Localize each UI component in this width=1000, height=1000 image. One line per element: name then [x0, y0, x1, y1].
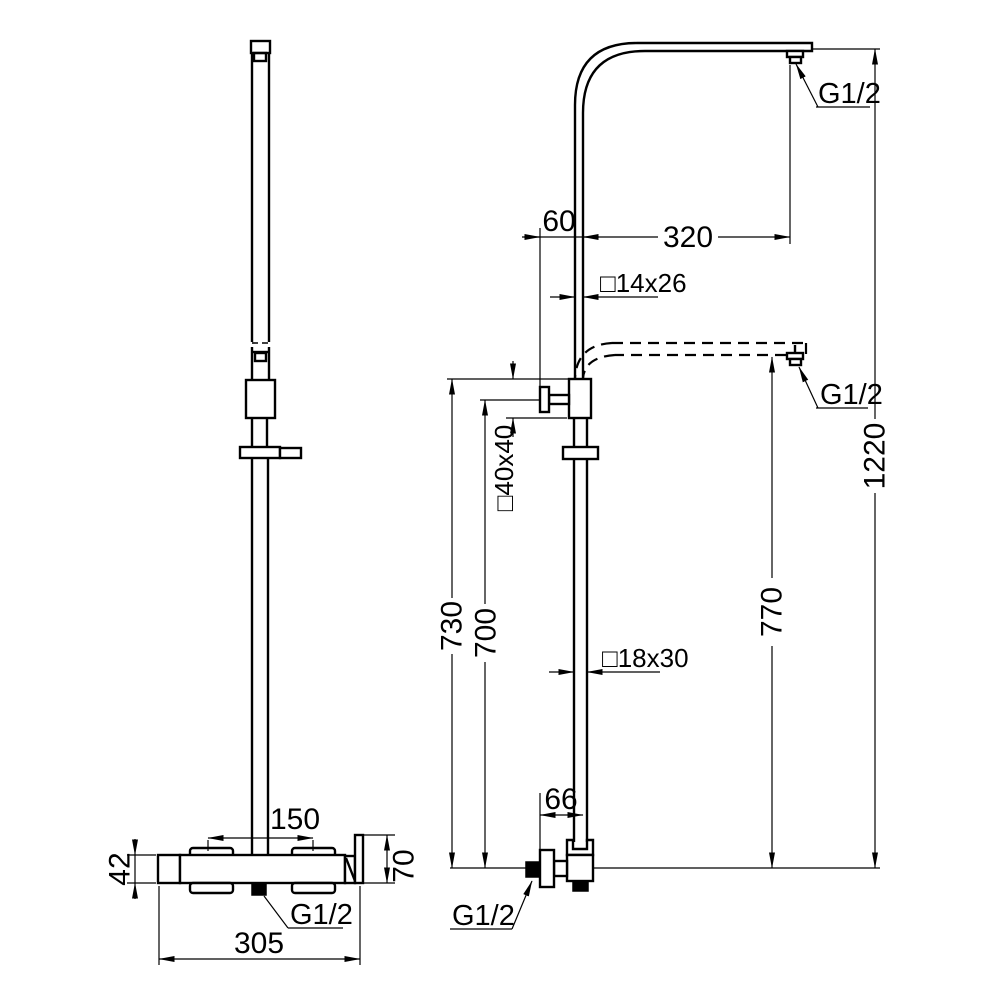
- mixer-connector-nut: [552, 859, 569, 878]
- dim-70-label: 70: [388, 849, 421, 882]
- dim-320-label: 320: [663, 221, 713, 254]
- diverter-block-side: [567, 377, 593, 420]
- dim-730-label: 730: [436, 601, 469, 651]
- front-view: [156, 39, 365, 896]
- knob-stem: [547, 393, 571, 406]
- dim-42-label: 42: [104, 852, 137, 885]
- column-top-cap: [249, 39, 272, 55]
- holder-bar: [238, 445, 282, 460]
- dim-700-label: 700: [470, 608, 503, 658]
- front-inlet-thread-label: G1/2: [290, 899, 353, 931]
- shower-head-fitting: [788, 55, 803, 65]
- shower-head-thread-label: G1/2: [818, 78, 881, 110]
- dim-18x30-label: □18x30: [602, 643, 689, 673]
- right-handle-bottom: [290, 881, 337, 895]
- mixer-bottom-outlet: [572, 880, 589, 892]
- wall-inlet-nut: [525, 861, 541, 878]
- side-view-dimensions: 60 320 □14x26 □40x40 730 700 770 1220 □1…: [436, 48, 892, 932]
- hand-shower-fitting: [788, 357, 803, 367]
- wall-inlet-thread-label: G1/2: [452, 900, 515, 932]
- mixer-body-side: [565, 853, 595, 883]
- dim-1220-label: 1220: [859, 423, 892, 490]
- front-inlet-leader: [263, 895, 289, 929]
- mixer-left-cap: [156, 853, 182, 885]
- front-view-dimensions: 150 42 70 G1/2 305: [104, 803, 421, 965]
- dim-770-label: 770: [756, 587, 789, 637]
- dim-40x40-label: □40x40: [489, 425, 519, 512]
- column-top-collar: [252, 51, 268, 63]
- wall-inlet-leader: [511, 880, 533, 930]
- hand-shower-thread-label: G1/2: [820, 379, 883, 411]
- holder-arm: [278, 446, 303, 460]
- lever-plate-side: [538, 848, 556, 889]
- lever-plate-front: [353, 833, 365, 885]
- lower-collar: [253, 351, 268, 363]
- dim-60-label: 60: [542, 205, 575, 238]
- side-view: [450, 41, 880, 892]
- dim-150-label: 150: [270, 803, 320, 836]
- shower-arm: [573, 41, 814, 380]
- arm-alternate-position: [573, 341, 808, 379]
- knob-plate: [538, 385, 551, 414]
- hand-shower-leader: [798, 366, 819, 409]
- dim-305-label: 305: [234, 927, 284, 960]
- dim-66-label: 66: [544, 783, 577, 816]
- lever-diagonal-edge: [344, 857, 357, 882]
- holder-slider-side: [561, 445, 600, 461]
- mixer-top-flange: [565, 838, 595, 857]
- shower-head-leader: [795, 63, 819, 108]
- bottom-inlet-nut: [251, 882, 267, 896]
- left-handle-bottom: [188, 881, 235, 895]
- dim-14x26-label: □14x26: [600, 268, 687, 298]
- diverter-block-front: [244, 378, 277, 420]
- mixer-body-front: [178, 853, 347, 885]
